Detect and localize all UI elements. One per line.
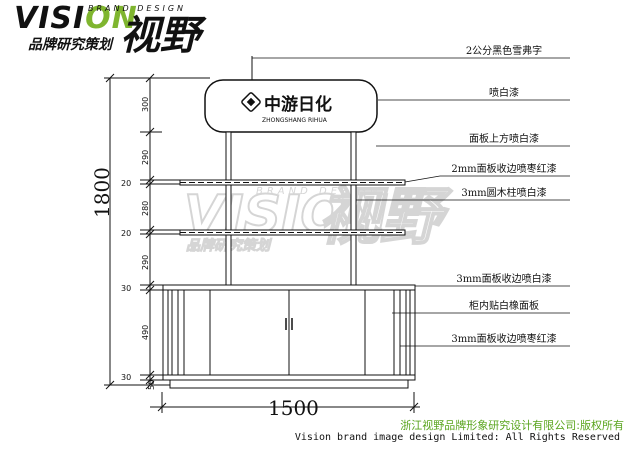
callout-leaders: [252, 57, 570, 347]
callout-2mm-red-edge: 2mm面板收边喷枣红漆: [451, 162, 556, 175]
seg-label-280: 280: [141, 201, 150, 216]
seg-label-30b: 30: [121, 373, 131, 382]
logo-tagline: BRAND DESIGN: [88, 4, 187, 13]
seg-label-300: 300: [141, 97, 150, 112]
sign-text-cn: 中游日化: [264, 94, 332, 115]
vertical-segment-labels: 300 290 20 280 20 290 30 490 30 50: [121, 97, 156, 390]
callout-sign-letters: 2公分黑色雪弗字: [466, 44, 542, 57]
sign-text-en: ZHONGSHANG RIHUA: [262, 117, 328, 124]
seg-label-30a: 30: [121, 284, 131, 293]
seg-label-290a: 290: [141, 150, 150, 165]
callout-3mm-post-white: 3mm圆木柱喷白漆: [461, 186, 546, 199]
seg-label-290b: 290: [141, 255, 150, 270]
total-width-label: 1500: [268, 396, 319, 420]
callout-panel-top-white: 面板上方喷白漆: [469, 132, 539, 145]
vertical-dimension-chain: [104, 73, 210, 390]
watermark-tagline: BRAND DESIGN: [256, 186, 382, 197]
cabinet: [162, 284, 416, 389]
seg-label-20a: 20: [121, 179, 131, 188]
callout-white-paint: 喷白漆: [489, 86, 519, 99]
shelves: [179, 179, 406, 236]
logo-wordmark: VISION: [14, 1, 138, 36]
footer-copyright-en: Vision brand image design Limited: All R…: [294, 432, 620, 443]
callout-3mm-white-edge: 3mm面板收边喷白漆: [456, 272, 551, 285]
callout-labels: 2公分黑色雪弗字 喷白漆 面板上方喷白漆 2mm面板收边喷枣红漆 3mm圆木柱喷…: [451, 44, 556, 345]
total-height-label: 1800: [90, 167, 114, 218]
sign-board: 中游日化 ZHONGSHANG RIHUA: [204, 56, 378, 133]
logo-cn-title: 视野: [120, 13, 200, 59]
horizontal-dimension: [150, 392, 420, 413]
watermark: VISION 视野 BRAND DESIGN 品牌研究策划: [183, 179, 454, 255]
seg-label-50: 50: [147, 380, 156, 390]
watermark-cn: 视野: [318, 180, 453, 253]
logo-cn-subtitle: 品牌研究策划: [28, 37, 112, 53]
callout-3mm-red-edge: 3mm面板收边喷枣红漆: [451, 332, 556, 345]
seg-label-490: 490: [141, 325, 150, 340]
callout-oak-panel: 柜内贴白橡面板: [469, 299, 539, 312]
footer-copyright-cn: 浙江视野品牌形象研究设计有限公司:版权所有: [400, 419, 624, 432]
seg-label-20b: 20: [121, 229, 131, 238]
